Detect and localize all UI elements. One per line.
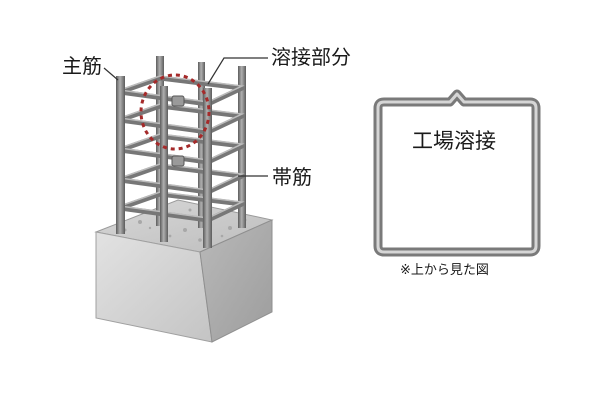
weld-highlight-circle (139, 73, 211, 151)
top-view-note: ※上から見た図 (400, 263, 489, 278)
leader-lines (103, 57, 268, 177)
main-bar-back-mid (198, 62, 205, 228)
top-view-frame (373, 89, 541, 257)
hoop-ring (117, 163, 245, 195)
hoop-bar-label: 帯筋 (272, 165, 312, 189)
hoop-ring (117, 103, 245, 135)
hoop-ring (117, 191, 245, 223)
main-bar-front-right (203, 88, 212, 248)
main-bar-front-mid (160, 86, 168, 242)
foundation-side-face (199, 219, 273, 343)
weld-nodes (171, 95, 185, 167)
top-view-outline (373, 89, 541, 257)
rebar-cage (116, 56, 246, 248)
leader-main (103, 67, 119, 81)
main-bar-label: 主筋 (62, 54, 102, 78)
factory-weld-label: 工場溶接 (412, 129, 496, 153)
main-bar-front-left (116, 76, 125, 234)
weld-part-label: 溶接部分 (271, 45, 351, 69)
concrete-foundation (94, 199, 274, 343)
leader-weld (207, 57, 268, 85)
